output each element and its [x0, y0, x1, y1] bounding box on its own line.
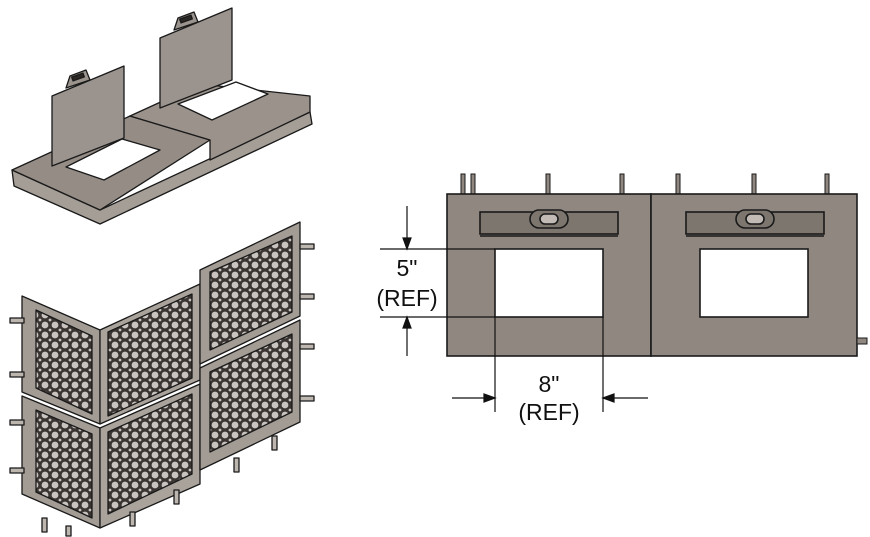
- opening-left: [494, 248, 604, 318]
- height-dimension-ref: (REF): [376, 285, 437, 311]
- handle-left: [479, 209, 619, 237]
- mounting-studs: [9, 243, 315, 537]
- shelf-opening-left: [65, 138, 161, 181]
- width-dimension-ref: (REF): [518, 399, 579, 425]
- dimension-lines: [380, 206, 648, 412]
- mesh-screen-left-lower: [35, 409, 93, 519]
- isometric-shelf-assembly: [11, 7, 313, 225]
- isometric-mesh-panel-assembly: [9, 221, 315, 537]
- mesh-screen-middle-upper: [107, 293, 193, 417]
- height-dimension-value: 5": [397, 255, 418, 281]
- side-fitting: [856, 337, 868, 345]
- mesh-screen-right-lower: [209, 333, 293, 453]
- front-view: [446, 173, 868, 357]
- shelf-flap-left: [51, 65, 125, 167]
- handle-right: [685, 209, 825, 237]
- mesh-screen-middle-lower: [107, 393, 193, 515]
- shelf-flap-right: [159, 7, 233, 109]
- top-bolts: [460, 173, 830, 195]
- flap-handle-slot-right: [179, 14, 193, 24]
- mesh-screen-right-upper: [209, 235, 293, 351]
- flap-handle-slot-left: [71, 72, 85, 82]
- opening-right: [699, 248, 809, 318]
- shelf-opening-right: [177, 81, 269, 121]
- width-dimension-value: 8": [539, 371, 560, 397]
- mesh-screen-left-upper: [35, 309, 93, 415]
